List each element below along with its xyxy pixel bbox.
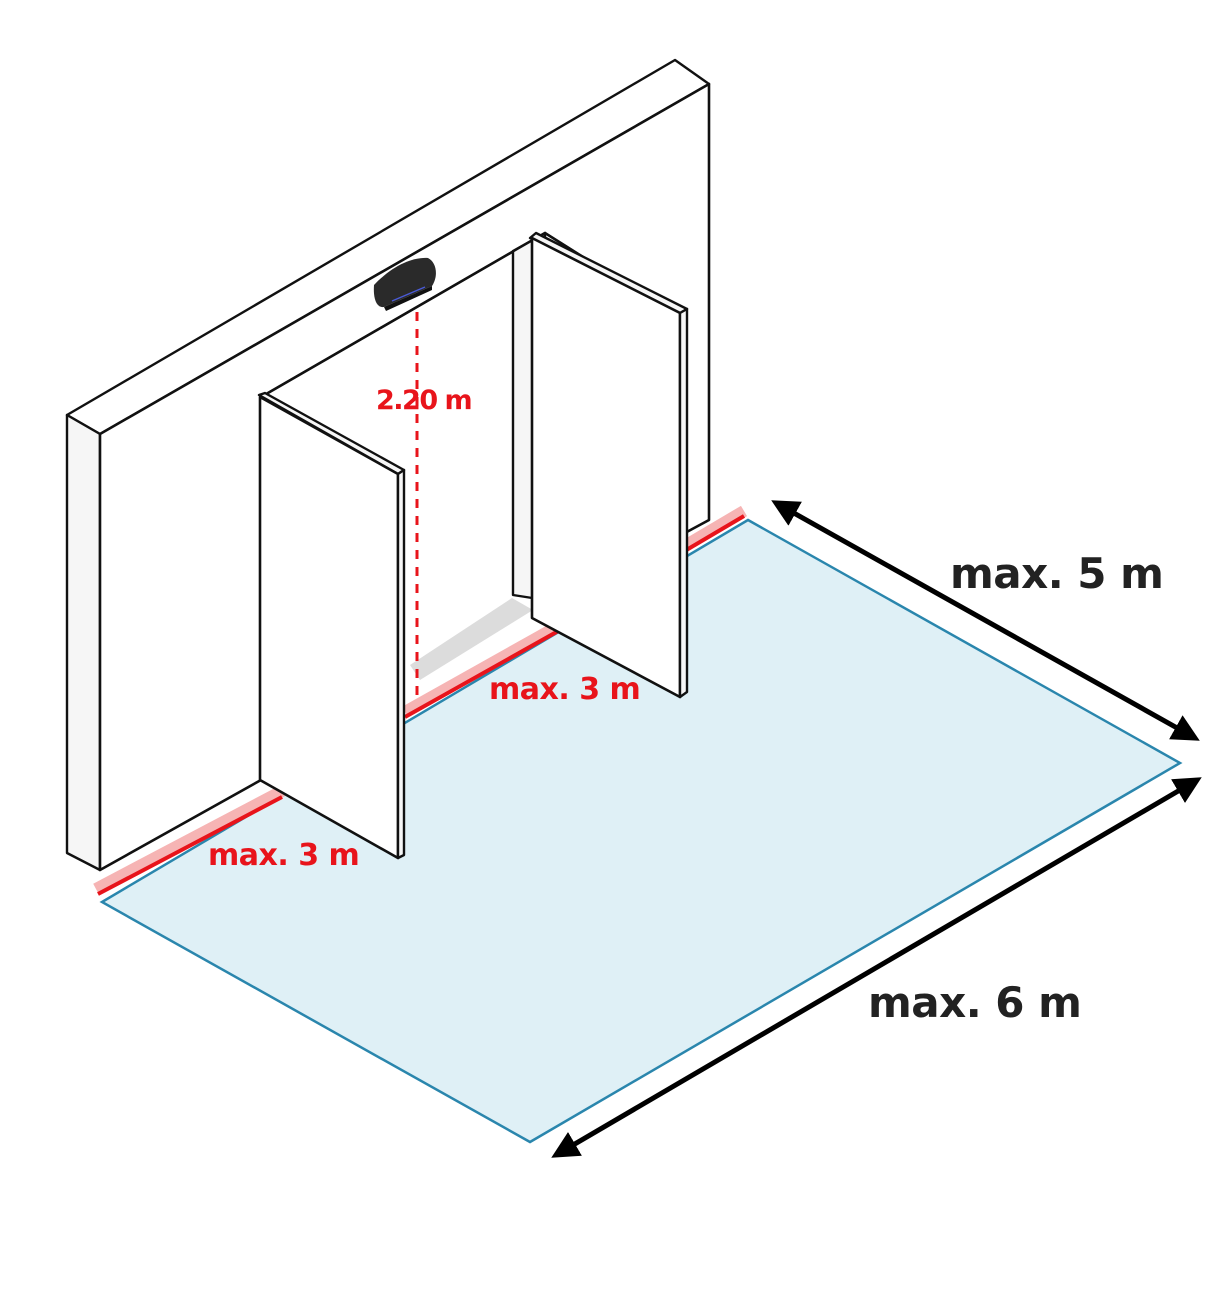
side-zone-left: [93, 785, 285, 896]
depth-label: max. 5 m: [950, 549, 1163, 598]
side-zone-right: [679, 505, 748, 554]
door-leaf-right: [528, 231, 689, 699]
depth-arrow: [771, 500, 1200, 741]
side-zone-center-label: max. 3 m: [489, 672, 640, 707]
side-zone-left-label: max. 3 m: [208, 838, 359, 873]
width-arrow: [551, 777, 1202, 1158]
threshold: [410, 598, 533, 680]
mount-height-label: 2.20 m: [376, 385, 471, 416]
width-label: max. 6 m: [868, 978, 1081, 1027]
door-leaf-left: [257, 391, 406, 860]
side-zone-center: [402, 619, 563, 719]
motion-sensor-icon: [373, 257, 436, 311]
